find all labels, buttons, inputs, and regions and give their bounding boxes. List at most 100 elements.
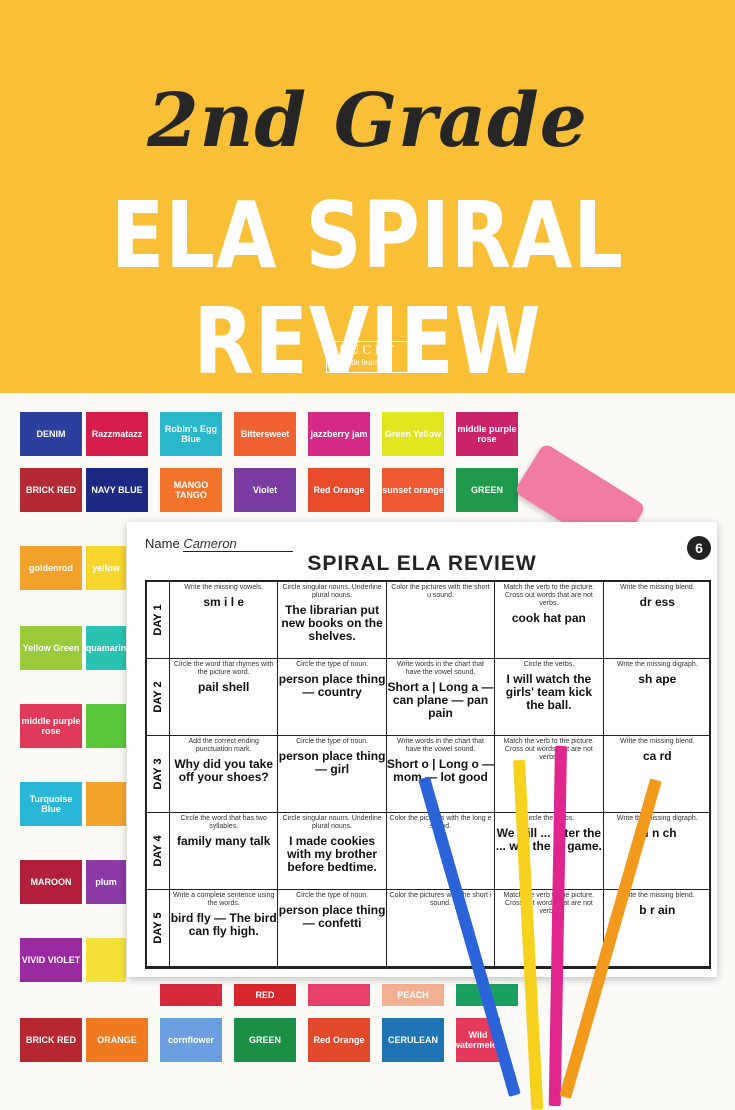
- cell-instruction: Circle the type of noun.: [296, 661, 369, 668]
- review-cell: Write the missing blend.dr ess: [602, 582, 711, 659]
- review-cell: Circle the word that rhymes with the pic…: [169, 659, 278, 736]
- cell-answer: sh ape: [638, 672, 677, 686]
- review-cell: Write the missing blend.b r ain: [602, 890, 711, 967]
- review-cell: Circle singular nouns. Underline plural …: [277, 813, 386, 890]
- review-cell: Write words in the chart that have the v…: [385, 736, 495, 813]
- review-cell: Color the pictures with the short i soun…: [385, 890, 495, 967]
- cell-instruction: Write the missing digraph.: [616, 815, 698, 822]
- crayon-swatch: [86, 782, 126, 826]
- student-name: Cameron: [183, 536, 294, 552]
- review-cell: Circle the type of noun. person place thi…: [277, 736, 386, 813]
- cell-answer: cook hat pan: [511, 611, 586, 625]
- review-cell: Write the missing digraph.lu n ch: [602, 813, 711, 890]
- name-label: Name: [145, 536, 180, 551]
- cell-instruction: Write the missing digraph.: [616, 661, 698, 668]
- brand-logo: LUCKY little learners: [326, 341, 410, 373]
- crayon-swatch: [160, 984, 222, 1006]
- cell-instruction: Color the pictures with the short u soun…: [391, 584, 490, 599]
- cell-instruction: Write the missing vowels.: [184, 584, 264, 591]
- crayon-swatch: CERULEAN: [382, 1018, 444, 1062]
- crayon-swatch: [86, 704, 126, 748]
- crayon-swatch: middle purple rose: [20, 704, 82, 748]
- day-label: DAY 1: [147, 582, 169, 659]
- banner-title-main: ELA SPIRAL REVIEW: [110, 183, 624, 396]
- crayon-swatch: DENIM: [20, 412, 82, 456]
- cell-answer: sm i l e: [203, 595, 245, 609]
- cell-instruction: Write a complete sentence using the word…: [172, 892, 275, 907]
- crayon-swatch: Robin's Egg Blue: [160, 412, 222, 456]
- banner-title-grade: 2nd Grade: [147, 78, 588, 164]
- title-banner: 2nd Grade ELA SPIRAL REVIEW LUCKY little…: [0, 0, 735, 396]
- review-cell: Write a complete sentence using the word…: [169, 890, 278, 967]
- review-cell: Color the pictures with the short u soun…: [385, 582, 495, 659]
- crayon-swatch: middle purple rose: [456, 412, 518, 456]
- day-label-text: DAY 2: [152, 681, 164, 713]
- crayon-swatch: ORANGE: [86, 1018, 148, 1062]
- crayon-swatch: sunset orange: [382, 468, 444, 512]
- day-label-text: DAY 3: [152, 758, 164, 790]
- cell-instruction: Circle the word that rhymes with the pic…: [173, 661, 274, 676]
- cell-instruction: Write words in the chart that have the v…: [396, 738, 484, 753]
- crayon-swatch: NAVY BLUE: [86, 468, 148, 512]
- crayon-swatch: GREEN: [234, 1018, 296, 1062]
- cell-answer: Short o | Long o — mom — lot good: [386, 757, 495, 784]
- review-cell: Circle singular nouns. Underline plural …: [277, 582, 386, 659]
- review-cell: Write the missing digraph. sh ape: [602, 659, 711, 736]
- cell-answer: person place thing — country: [278, 672, 386, 699]
- day-label-text: DAY 1: [152, 604, 164, 636]
- review-grid: DAY 1 Write the missing vowels. sm i l e Ci…: [145, 580, 711, 969]
- crayon-swatch: yellow: [86, 546, 126, 590]
- day-label-text: DAY 4: [152, 835, 164, 867]
- crayon-swatch: [308, 984, 370, 1006]
- name-line: Name Cameron: [145, 536, 294, 552]
- crayon-swatch: RED: [234, 984, 296, 1006]
- crayon-swatch: Red Orange: [308, 1018, 370, 1062]
- crayon-swatch: BRICK RED: [20, 468, 82, 512]
- day-label: DAY 2: [147, 659, 169, 736]
- crayon-swatch: jazzberry jam: [308, 412, 370, 456]
- cell-answer: ca rd: [642, 749, 672, 763]
- page-number-badge: 6: [687, 536, 711, 560]
- review-cell: Match the verb to the picture. Cross out…: [494, 736, 603, 813]
- cell-instruction: Circle singular nouns. Underline plural …: [282, 584, 382, 599]
- crayon-swatch: Razzmatazz: [86, 412, 148, 456]
- crayon-swatch: Green Yellow: [382, 412, 444, 456]
- cell-instruction: Write the missing blend.: [620, 738, 695, 745]
- cell-answer: I will watch the girls' team kick the ba…: [505, 672, 592, 712]
- review-cell: Circle the type of noun. person place thi…: [277, 890, 386, 967]
- cell-instruction: Write words in the chart that have the v…: [396, 661, 484, 676]
- crayon-swatch: [86, 938, 126, 982]
- review-cell: Write words in the chart that have the v…: [385, 659, 495, 736]
- crayon-swatch: goldenrod: [20, 546, 82, 590]
- crayon-swatch: Violet: [234, 468, 296, 512]
- crayon-swatch: BRICK RED: [20, 1018, 82, 1062]
- day-label: DAY 4: [147, 813, 169, 890]
- cell-instruction: Circle the type of noun.: [296, 738, 369, 745]
- cell-answer: person place thing — confetti: [278, 903, 386, 930]
- crayon-swatch: Turquoise Blue: [20, 782, 82, 826]
- logo-name: LUCKY: [338, 343, 398, 357]
- review-cell: Circle the verbs.We will ... after the .…: [494, 813, 603, 890]
- review-cell: Write the missing vowels. sm i l e: [169, 582, 278, 659]
- cell-instruction: Write the missing blend.: [620, 892, 695, 899]
- crayon-swatch: PEACH: [382, 984, 444, 1006]
- review-cell: Circle the type of noun. person place thi…: [277, 659, 386, 736]
- review-cell: Circle the word that has two syllables.f…: [169, 813, 278, 890]
- cell-answer: We will ... after the ... win the ... ga…: [495, 826, 602, 853]
- crayon-swatch: aquamarine: [86, 626, 126, 670]
- crayon-swatch: Red Orange: [308, 468, 370, 512]
- cell-instruction: Circle the type of noun.: [296, 892, 369, 899]
- cell-instruction: Add the correct ending punctuation mark.: [188, 738, 259, 753]
- review-cell: Match the verb to the picture. Cross out…: [494, 890, 603, 967]
- crayon-swatch: Bittersweet: [234, 412, 296, 456]
- crayon-swatch: VIVID VIOLET: [20, 938, 82, 982]
- review-cell: Match the verb to the picture. Cross out…: [494, 582, 603, 659]
- cell-instruction: Match the verb to the picture. Cross out…: [503, 738, 595, 761]
- cell-instruction: Match the verb to the picture. Cross out…: [503, 892, 595, 915]
- cell-answer: pail shell: [198, 680, 250, 694]
- review-cell: Circle the verbs.I will watch the girls'…: [494, 659, 603, 736]
- review-cell: Write the missing blend. ca rd: [602, 736, 711, 813]
- cell-answer: Short a | Long a — can plane — pan pain: [387, 680, 494, 720]
- cell-answer: person place thing — girl: [278, 749, 386, 776]
